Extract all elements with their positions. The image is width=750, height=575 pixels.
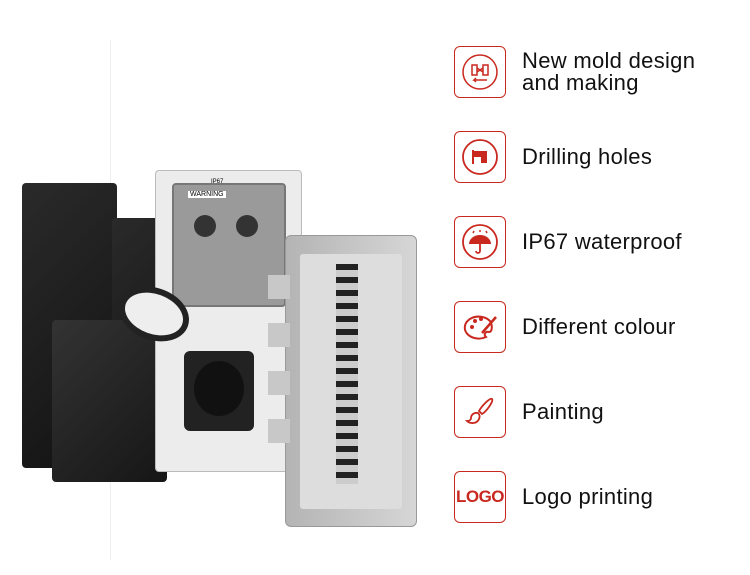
feature-label: New mold design xyxy=(522,48,696,73)
feature-label: Different colour xyxy=(522,314,676,339)
umbrella-icon xyxy=(454,216,506,268)
drill-icon xyxy=(454,131,506,183)
feature-label: IP67 waterproof xyxy=(522,229,682,254)
logo-icon-text: LOGO xyxy=(455,487,505,506)
ip67-label: IP67 xyxy=(211,179,224,185)
feature-drilling: Drilling holes xyxy=(454,130,652,184)
feature-label: Painting xyxy=(522,399,604,424)
feature-painting: Painting xyxy=(454,385,604,439)
black-enclosure xyxy=(52,320,167,482)
feature-waterproof: IP67 waterproof xyxy=(454,215,682,269)
terminal-block xyxy=(336,264,358,484)
feature-label: and making xyxy=(522,70,639,95)
feature-colour: Different colour xyxy=(454,300,676,354)
feature-label: Drilling holes xyxy=(522,144,653,169)
feature-logo: LOGO Logo printing xyxy=(454,470,653,524)
mold-icon xyxy=(454,46,506,98)
cable-glands xyxy=(268,275,290,445)
warning-label: WARNING xyxy=(188,191,226,198)
palette-icon xyxy=(454,301,506,353)
brush-icon xyxy=(454,386,506,438)
logo-icon: LOGO xyxy=(454,471,506,523)
feature-label: Logo printing xyxy=(522,484,654,509)
grey-enclosure xyxy=(285,235,417,527)
